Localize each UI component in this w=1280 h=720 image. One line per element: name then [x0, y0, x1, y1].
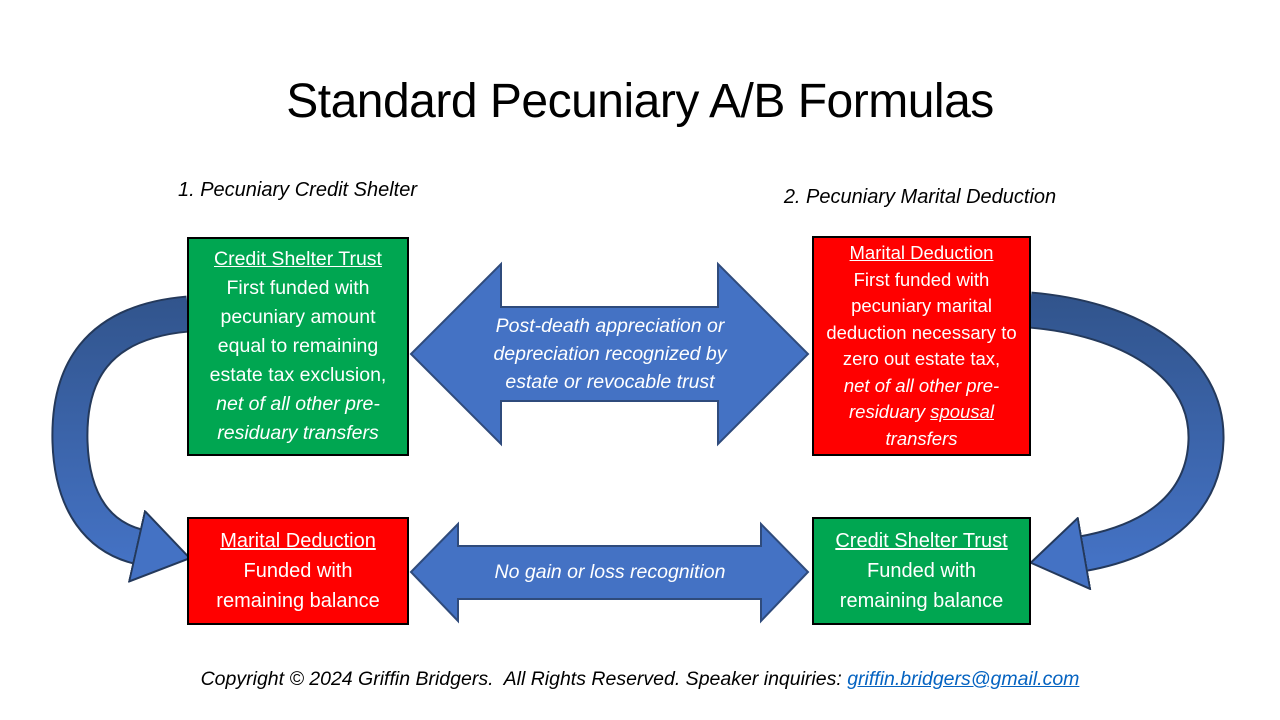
section-label-marital-deduction: 2. Pecuniary Marital Deduction	[783, 186, 1057, 208]
footer-copyright: Copyright © 2024 Griffin Bridgers. All R…	[0, 668, 1280, 691]
credit-shelter-trust-top-box: Credit Shelter Trust First funded with p…	[187, 237, 409, 456]
box-body: First funded with pecuniary amount equal…	[209, 277, 387, 386]
bottom-arrow-label: No gain or loss recognition	[494, 561, 726, 583]
curved-arrow-right-icon	[1028, 291, 1225, 554]
top-arrow-label: Post-death appreciation or depreciation …	[493, 315, 727, 393]
box-title: Credit Shelter Trust	[214, 248, 382, 270]
underlined-word: spousal	[930, 401, 994, 422]
email-link[interactable]: griffin.bridgers@gmail.com	[847, 668, 1080, 690]
section-label-credit-shelter: 1. Pecuniary Credit Shelter	[177, 179, 417, 201]
credit-shelter-trust-bottom-box: Credit Shelter Trust Funded with remaini…	[812, 517, 1031, 625]
double-arrow-top-icon	[409, 261, 810, 447]
box-title: Marital Deduction	[849, 242, 994, 263]
box-body: First funded with pecuniary marital dedu…	[826, 268, 1017, 370]
box-body: Funded with remaining balance	[839, 560, 1004, 612]
box-body-italic: net of all other pre-residuary transfers	[216, 393, 380, 444]
italic-text: net of all other pre-residuary	[843, 374, 1000, 423]
box-body-italic: net of all other pre-residuary spousal t…	[824, 373, 1019, 453]
box-title: Marital Deduction	[220, 530, 376, 552]
page-title: Standard Pecuniary A/B Formulas	[286, 75, 994, 128]
italic-text: transfers	[885, 427, 958, 449]
marital-deduction-bottom-box: Marital Deduction Funded with remaining …	[187, 517, 409, 625]
marital-deduction-top-box: Marital Deduction First funded with pecu…	[812, 236, 1031, 456]
double-arrow-bottom-icon	[409, 521, 810, 624]
box-body: Funded with remaining balance	[216, 560, 380, 612]
box-title: Credit Shelter Trust	[835, 530, 1008, 552]
copyright-text: Copyright © 2024 Griffin Bridgers. All R…	[200, 668, 848, 690]
curved-arrow-left-icon	[51, 295, 188, 547]
